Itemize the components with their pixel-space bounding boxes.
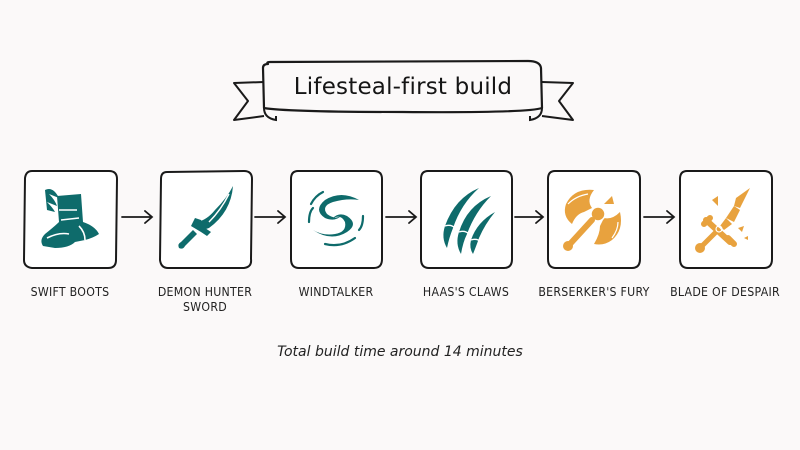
item-card-haas-claws bbox=[418, 169, 514, 270]
item-card-windtalker bbox=[288, 169, 384, 270]
item-label: HAAS'S CLAWS bbox=[422, 284, 510, 299]
arrow-right-icon bbox=[514, 210, 545, 224]
curved-dagger-icon bbox=[178, 186, 233, 249]
battle-axe-icon bbox=[563, 189, 621, 251]
arrow-right-icon bbox=[643, 210, 676, 224]
item-label: SWIFT BOOTS bbox=[30, 284, 110, 299]
arrow-right-icon bbox=[121, 210, 154, 224]
item-card-blade-of-despair bbox=[677, 169, 773, 270]
arrow-right-icon bbox=[385, 210, 418, 224]
page-title: Lifesteal-first build bbox=[293, 74, 513, 100]
item-label: WINDTALKER bbox=[298, 284, 374, 299]
item-label: BERSERKER'S FURY bbox=[538, 284, 650, 299]
item-label: DEMON HUNTER SWORD bbox=[157, 284, 253, 314]
claws-icon bbox=[443, 188, 495, 254]
item-card-swift-boots bbox=[22, 169, 118, 270]
item-card-demon-hunter-sword bbox=[158, 169, 254, 270]
wind-swirl-icon bbox=[307, 190, 365, 247]
ribbon-banner-shape bbox=[233, 59, 574, 122]
item-label: BLADE OF DESPAIR bbox=[670, 284, 780, 299]
title-banner: Lifesteal-first build bbox=[228, 56, 578, 131]
shattered-sword-icon bbox=[695, 188, 750, 253]
winged-boot-icon bbox=[41, 189, 99, 248]
item-card-berserkers-fury bbox=[545, 169, 641, 270]
build-time-caption: Total build time around 14 minutes bbox=[277, 344, 523, 360]
arrow-right-icon bbox=[254, 210, 287, 224]
card-frame bbox=[290, 170, 383, 269]
